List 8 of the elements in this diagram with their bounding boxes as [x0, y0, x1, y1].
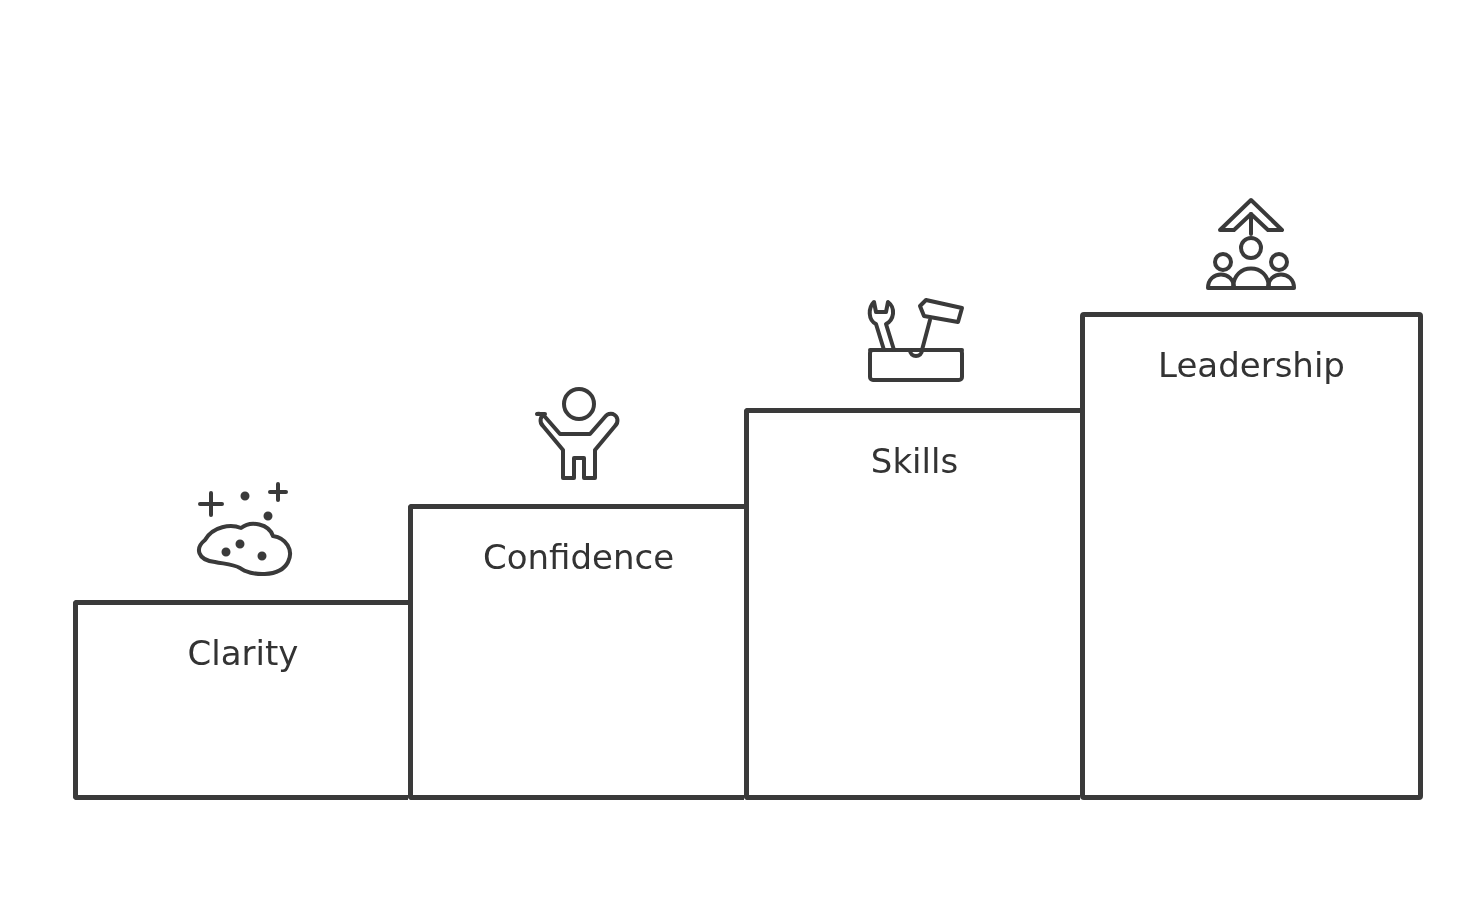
step-block: [744, 408, 1080, 800]
step-block: [1080, 312, 1423, 800]
step-label: Leadership: [1158, 345, 1345, 385]
step-label: Confidence: [482, 537, 675, 577]
step-label: Skills: [870, 441, 959, 481]
step-block: [73, 600, 408, 800]
step-block: [408, 504, 744, 800]
step-label: Clarity: [187, 633, 299, 673]
